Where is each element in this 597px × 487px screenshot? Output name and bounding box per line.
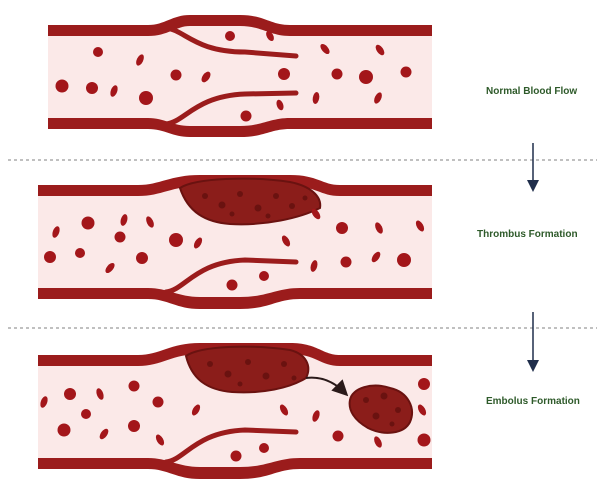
clot-cell <box>230 212 235 217</box>
red-blood-cell <box>241 111 252 122</box>
clot-cell <box>207 361 213 367</box>
clot-cell <box>273 193 279 199</box>
clot-cell <box>266 214 271 219</box>
red-blood-cell <box>278 68 290 80</box>
red-blood-cell <box>227 280 238 291</box>
red-blood-cell <box>81 409 91 419</box>
clot-cell <box>245 359 251 365</box>
vessel-thrombus <box>38 175 432 309</box>
red-blood-cell <box>341 257 352 268</box>
clot-cell <box>255 205 262 212</box>
red-blood-cell <box>171 70 182 81</box>
red-blood-cell <box>336 222 348 234</box>
clot-cell <box>363 397 369 403</box>
red-blood-cell <box>86 82 98 94</box>
red-blood-cell <box>93 47 103 57</box>
red-blood-cell <box>128 420 140 432</box>
clot-cell <box>281 361 287 367</box>
clot-cell <box>373 413 380 420</box>
red-blood-cell <box>129 381 140 392</box>
red-blood-cell <box>153 397 164 408</box>
clot-cell <box>289 203 295 209</box>
red-blood-cell <box>136 252 148 264</box>
stage-label-thrombus: Thrombus Formation <box>477 229 578 240</box>
clot-cell <box>303 196 308 201</box>
red-blood-cell <box>231 451 242 462</box>
red-blood-cell <box>259 271 269 281</box>
vessel-embolus <box>38 343 432 479</box>
red-blood-cell <box>44 251 56 263</box>
clot-cell <box>219 202 226 209</box>
clot-cell <box>390 422 395 427</box>
red-blood-cell <box>332 69 343 80</box>
red-blood-cell <box>401 67 412 78</box>
clot-cell <box>238 382 243 387</box>
red-blood-cell <box>115 232 126 243</box>
red-blood-cell <box>75 248 85 258</box>
stage-label-normal: Normal Blood Flow <box>486 86 577 97</box>
stage-label-embolus: Embolus Formation <box>486 396 580 407</box>
clot-cell <box>381 393 388 400</box>
red-blood-cell <box>56 80 69 93</box>
clot-cell <box>237 191 243 197</box>
red-blood-cell <box>418 378 430 390</box>
clot-cell <box>292 376 297 381</box>
red-blood-cell <box>139 91 153 105</box>
red-blood-cell <box>225 31 235 41</box>
clot-cell <box>395 407 401 413</box>
red-blood-cell <box>359 70 373 84</box>
vessel-normal <box>48 15 432 137</box>
vessel-lumen <box>48 22 432 130</box>
red-blood-cell <box>58 424 71 437</box>
red-blood-cell <box>259 443 269 453</box>
clot-cell <box>202 193 208 199</box>
red-blood-cell <box>418 434 431 447</box>
clot-cell <box>263 373 270 380</box>
red-blood-cell <box>82 217 95 230</box>
red-blood-cell <box>333 431 344 442</box>
red-blood-cell <box>397 253 411 267</box>
clot-cell <box>225 371 232 378</box>
red-blood-cell <box>169 233 183 247</box>
red-blood-cell <box>64 388 76 400</box>
